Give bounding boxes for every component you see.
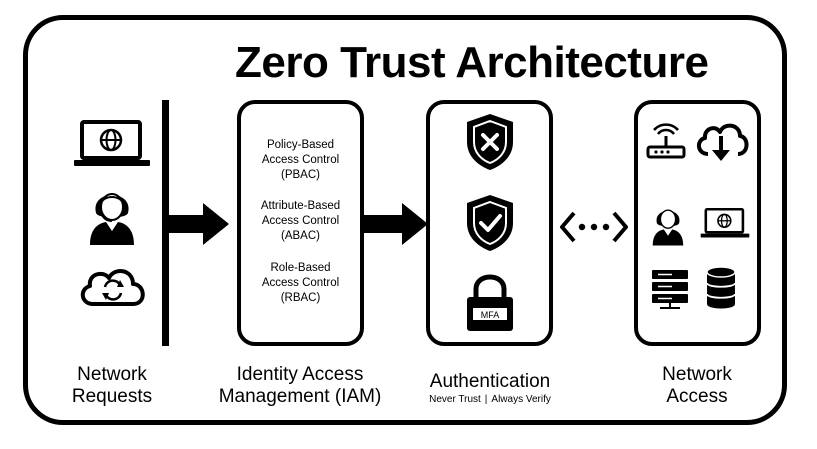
diagram-title: Zero Trust Architecture <box>235 38 709 87</box>
authentication-label: Authentication <box>429 371 551 392</box>
shield-check-icon <box>467 195 513 251</box>
authentication-subtitle: Never Trust|Always Verify <box>429 394 551 405</box>
arrow-right-icon <box>362 203 428 245</box>
authentication-panel <box>426 100 553 346</box>
laptop-globe-icon <box>700 208 750 238</box>
cloud-sync-icon <box>80 269 145 306</box>
shield-x-icon <box>467 114 513 170</box>
iam-panel <box>237 100 364 346</box>
database-icon <box>706 266 736 309</box>
cloud-download-icon <box>697 123 749 161</box>
router-icon <box>646 123 686 159</box>
diagram-frame <box>23 15 787 425</box>
lock-mfa-icon <box>467 274 513 331</box>
laptop-globe-icon <box>74 120 150 166</box>
user-headset-icon <box>652 209 684 246</box>
network-access-panel <box>634 100 761 346</box>
arrow-right-icon <box>163 203 229 245</box>
user-headset-icon <box>90 193 134 245</box>
mfa-label: MFA <box>480 310 500 320</box>
bidirectional-arrow-icon <box>560 211 628 243</box>
server-icon <box>652 270 688 309</box>
